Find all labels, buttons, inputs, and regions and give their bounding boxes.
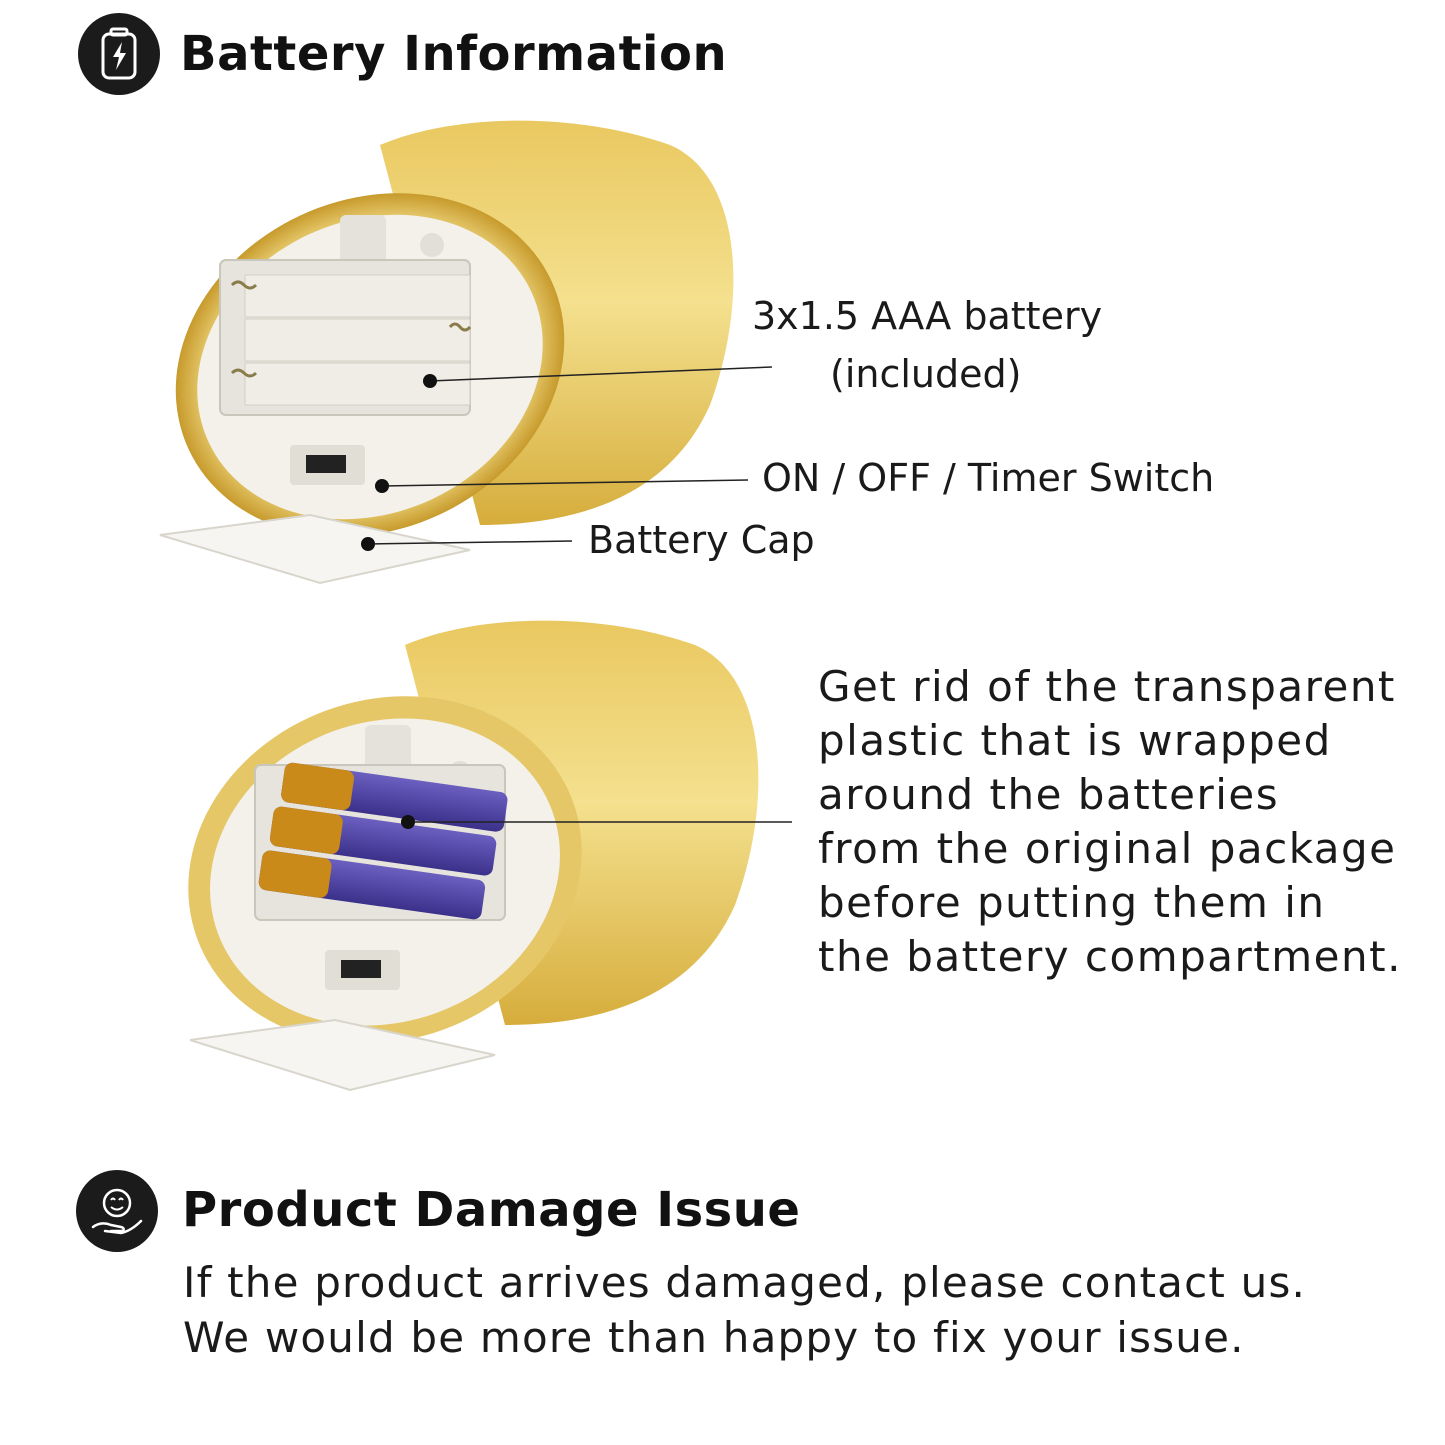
hand-smiley-icon bbox=[76, 1170, 158, 1252]
damage-text-line: We would be more than happy to fix your … bbox=[183, 1313, 1245, 1362]
candle-with-batteries-image bbox=[188, 620, 759, 1092]
candle-battery-compartment-image bbox=[159, 120, 734, 585]
instruction-line: Get rid of the transparent bbox=[818, 662, 1396, 711]
damage-text-line: If the product arrives damaged, please c… bbox=[183, 1258, 1307, 1307]
section-title-damage: Product Damage Issue bbox=[182, 1182, 801, 1238]
instruction-line: the battery compartment. bbox=[818, 932, 1402, 981]
battery-included-label: (included) bbox=[830, 352, 1022, 396]
instruction-line: plastic that is wrapped bbox=[818, 716, 1332, 765]
instruction-line: around the batteries bbox=[818, 770, 1280, 819]
instruction-line: from the original package bbox=[818, 824, 1397, 873]
instruction-line: before putting them in bbox=[818, 878, 1326, 927]
battery-type-label: 3x1.5 AAA battery bbox=[752, 294, 1103, 338]
section-title-battery: Battery Information bbox=[180, 26, 728, 82]
battery-cap-label: Battery Cap bbox=[588, 518, 815, 562]
battery-charging-icon bbox=[78, 13, 160, 95]
switch-label: ON / OFF / Timer Switch bbox=[762, 456, 1215, 500]
